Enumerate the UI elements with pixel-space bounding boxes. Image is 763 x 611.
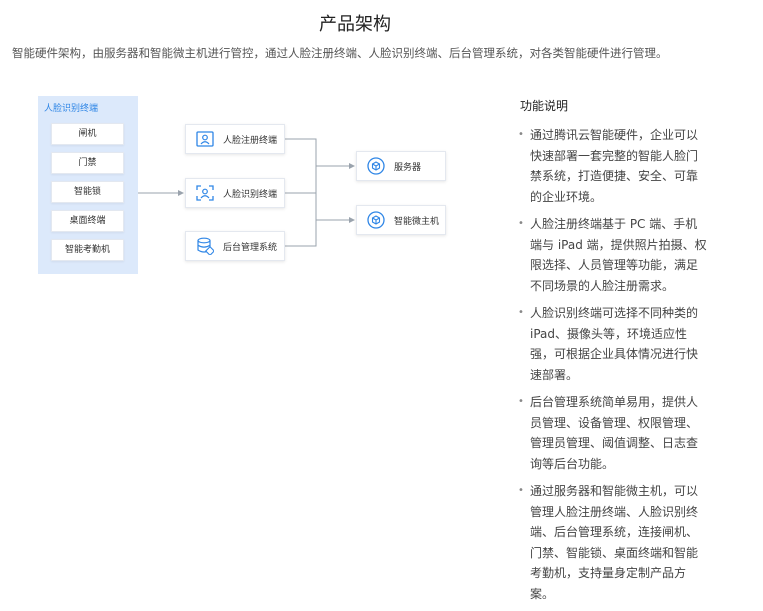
features-list: • 通过腾讯云智能硬件，企业可以快速部署一套完整的智能人脸门禁系统，打造便捷、安全… — [518, 125, 708, 611]
feature-item: • 通过腾讯云智能硬件，企业可以快速部署一套完整的智能人脸门禁系统，打造便捷、安全… — [518, 125, 708, 207]
device-desktop-terminal: 桌面终端 — [51, 210, 124, 232]
connector-lines — [138, 138, 355, 247]
node-server-label: 服务器 — [394, 162, 422, 173]
connector-middle-to-right — [285, 138, 317, 247]
bullet-icon: • — [518, 307, 524, 318]
node-face-register: 人脸注册终端 — [185, 124, 285, 154]
node-face-recognition: 人脸识别终端 — [185, 178, 285, 208]
device-group: 人脸识别终端 闸机 门禁 智能锁 桌面终端 智能考勤机 — [38, 96, 138, 274]
database-icon — [195, 236, 215, 256]
feature-item: • 通过服务器和智能微主机，可以管理人脸注册终端、人脸识别终端、后台管理系统，连接… — [518, 481, 708, 604]
micro-host-icon — [366, 210, 386, 230]
feature-item: • 人脸识别终端可选择不同种类的 iPad、摄像头等，环境适应性强，可根据企业具体… — [518, 303, 708, 385]
feature-text: 后台管理系统简单易用，提供人员管理、设备管理、权限管理、管理员管理、阈值调整、日… — [530, 395, 699, 471]
feature-text: 人脸识别终端可选择不同种类的 iPad、摄像头等，环境适应性强，可根据企业具体情… — [530, 306, 699, 382]
device-group-label: 人脸识别终端 — [44, 104, 99, 114]
device-gate: 闸机 — [51, 123, 124, 145]
feature-item: • 后台管理系统简单易用，提供人员管理、设备管理、权限管理、管理员管理、阈值调整、… — [518, 392, 708, 474]
feature-text: 通过服务器和智能微主机，可以管理人脸注册终端、人脸识别终端、后台管理系统，连接闸… — [530, 484, 699, 601]
page-subtitle: 智能硬件架构，由服务器和智能微主机进行管控，通过人脸注册终端、人脸识别终端、后台… — [12, 46, 668, 60]
page-title: 产品架构 — [319, 14, 391, 35]
feature-item: • 人脸注册终端基于 PC 端、手机端与 iPad 端，提供照片拍摄、权限选择、人… — [518, 214, 708, 296]
bullet-icon: • — [518, 129, 524, 140]
features-title: 功能说明 — [520, 99, 569, 113]
node-micro-host-label: 智能微主机 — [394, 216, 440, 227]
face-register-icon — [195, 129, 215, 149]
bullet-icon: • — [518, 396, 524, 407]
node-micro-host: 智能微主机 — [356, 205, 446, 235]
node-face-recognition-label: 人脸识别终端 — [223, 189, 278, 200]
feature-text: 人脸注册终端基于 PC 端、手机端与 iPad 端，提供照片拍摄、权限选择、人员… — [530, 217, 707, 293]
node-server: 服务器 — [356, 151, 446, 181]
feature-text: 通过腾讯云智能硬件，企业可以快速部署一套完整的智能人脸门禁系统，打造便捷、安全、… — [530, 128, 699, 204]
node-face-register-label: 人脸注册终端 — [223, 135, 278, 146]
device-access-control: 门禁 — [51, 152, 124, 174]
server-icon — [366, 156, 386, 176]
bullet-icon: • — [518, 485, 524, 496]
node-admin-system-label: 后台管理系统 — [223, 242, 278, 253]
device-smart-lock: 智能锁 — [51, 181, 124, 203]
node-admin-system: 后台管理系统 — [185, 231, 285, 261]
face-recognition-icon — [195, 183, 215, 203]
device-attendance: 智能考勤机 — [51, 239, 124, 261]
bullet-icon: • — [518, 218, 524, 229]
